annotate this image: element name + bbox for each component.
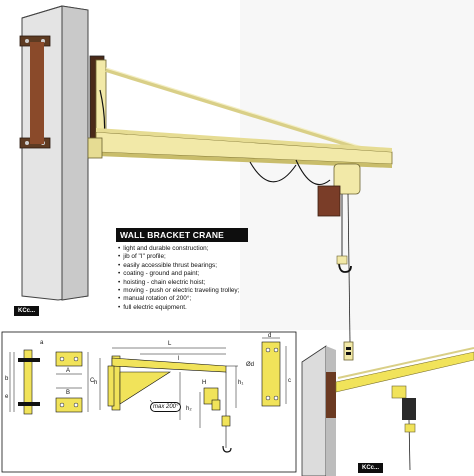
model-label-top: KCc...	[14, 306, 40, 316]
wall-column	[19, 5, 89, 301]
feature-item: easily accessible thrust bearings;	[118, 262, 239, 270]
feature-list: light and durable construction; jib of "…	[118, 245, 239, 312]
feature-item: manual rotation of 200°;	[118, 295, 239, 303]
dim-rotation: max 200°	[150, 402, 182, 412]
feature-item: hoisting - chain electric hoist;	[118, 279, 239, 287]
dim-b: b	[5, 376, 9, 382]
feature-item: light and durable construction;	[118, 245, 239, 253]
technical-drawing	[1, 331, 297, 473]
dim-d: d	[268, 333, 272, 339]
product-title: WALL BRACKET CRANE KCc...	[116, 228, 248, 254]
tie-rod	[105, 68, 376, 155]
dim-h2: h₂	[186, 406, 192, 412]
dim-od: Ød	[246, 362, 255, 368]
feature-item: moving - push or electric traveling trol…	[118, 287, 239, 295]
dim-L: L	[168, 341, 172, 347]
chain-hoist	[249, 159, 361, 361]
feature-item: jib of "I" profile;	[118, 253, 239, 261]
feature-item: full electric equipment.	[118, 304, 239, 312]
model-label-bottom: KCc...	[358, 463, 384, 473]
dim-H: H	[202, 380, 207, 386]
dim-C: C	[90, 378, 95, 384]
dim-B: B	[66, 390, 71, 396]
dim-h: h	[94, 380, 98, 386]
dim-l: l	[178, 356, 180, 362]
dim-a: a	[40, 340, 44, 346]
dim-A: A	[66, 368, 71, 374]
dim-e: e	[5, 394, 9, 400]
jib-beam	[87, 128, 393, 168]
dim-h1: h₁	[238, 380, 244, 386]
dim-c: c	[288, 378, 291, 384]
feature-item: coating - ground and paint;	[118, 270, 239, 278]
installed-crane-photo	[301, 345, 474, 476]
